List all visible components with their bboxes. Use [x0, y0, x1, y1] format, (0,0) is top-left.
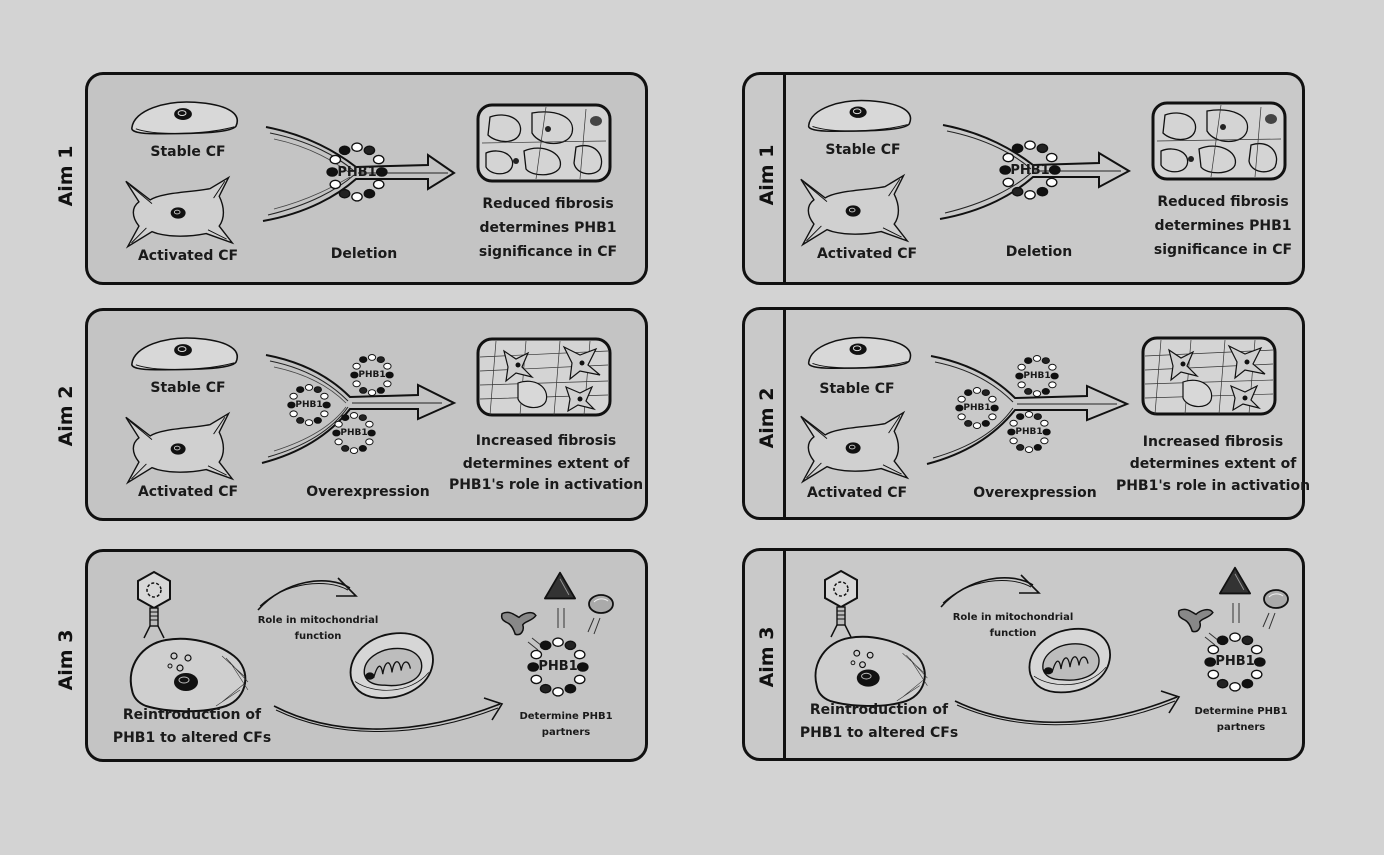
result-line-2: determines extent of: [1129, 456, 1297, 472]
result-line-2: determines extent of: [462, 456, 630, 472]
mito-line-1: Role in mitochondrial: [257, 615, 379, 626]
partner-blob-icon: [1177, 608, 1214, 633]
reintro-line-2: PHB1 to altered CFs: [112, 730, 272, 746]
reintro-line-2: PHB1 to altered CFs: [799, 725, 959, 741]
phb1-ring-label: PHB1: [1215, 654, 1255, 669]
right-aim1-art: [800, 99, 1287, 246]
activated-cf-cell: [800, 411, 908, 483]
result-line-3: significance in CF: [478, 244, 618, 260]
phb1-ring-c-label: PHB1: [1015, 427, 1043, 437]
partner-triangle-icon: [543, 571, 577, 600]
phb1-ring-a-label: PHB1: [295, 400, 323, 410]
activated-cf-cell: [800, 174, 908, 246]
deletion-label: Deletion: [1005, 244, 1073, 260]
overexpression-arrow: [261, 354, 457, 464]
left-aim1-art: [125, 101, 612, 248]
stable-cf-cell: [130, 337, 239, 371]
left-aim3-art: [129, 571, 614, 732]
result-line-3: significance in CF: [1153, 242, 1293, 258]
partner-lines: [527, 608, 601, 651]
overexpression-label: Overexpression: [306, 484, 430, 500]
reintro-line-1: Reintroduction of: [122, 707, 262, 723]
stable-cf-label: Stable CF: [150, 144, 226, 160]
partner-oval-icon: [1263, 589, 1289, 609]
partner-line-1: Determine PHB1: [519, 711, 613, 722]
panel-divider: [783, 548, 786, 761]
left-aim2-panel: PHB1 PHB1 PHB1 Stable CF Activated CF Ov…: [85, 308, 648, 521]
result-line-1: Increased fibrosis: [1142, 434, 1284, 450]
left-aim3-side-label: Aim 3: [55, 629, 77, 691]
left-aim3-panel: PHB1 Role in mitochondrial function Rein…: [85, 549, 648, 762]
stable-cf-cell: [130, 101, 239, 135]
phb1-ring-a-label: PHB1: [963, 403, 991, 413]
phb1-ring-b-label: PHB1: [1023, 371, 1051, 381]
panel-divider: [783, 72, 786, 285]
partners-arrow: [954, 690, 1181, 726]
partner-oval-icon: [588, 594, 614, 614]
phb1-ring-b-label: PHB1: [358, 370, 386, 380]
result-line-1: Reduced fibrosis: [482, 196, 614, 212]
left-aim1-side-label: Aim 1: [55, 145, 77, 207]
reduced-fibrosis-image: [476, 103, 612, 183]
phb1-ring-label: PHB1: [337, 165, 377, 180]
altered-cf-cell: [814, 635, 929, 707]
activated-cf-label: Activated CF: [806, 485, 908, 501]
mitochondrion-icon: [1028, 627, 1112, 694]
right-aim1-panel: Aim 1 PHB1 Stable CF Activated CF Deleti…: [742, 72, 1305, 285]
phb1-ring-label: PHB1: [538, 659, 578, 674]
overexpression-arrow: [926, 355, 1130, 465]
left-aim2-art: [125, 337, 612, 484]
right-aim2-panel: Aim 2 PHB1 PHB1 PHB1 Stable CF Activated…: [742, 307, 1310, 520]
result-line-2: determines PHB1: [1154, 218, 1292, 234]
partner-lines: [1204, 603, 1276, 646]
stable-cf-label: Stable CF: [819, 381, 895, 397]
result-line-1: Increased fibrosis: [475, 433, 617, 449]
partner-line-1: Determine PHB1: [1194, 706, 1288, 717]
mitochondria-arrow: [257, 577, 358, 611]
deletion-arrow: [262, 126, 456, 222]
altered-cf-cell: [129, 637, 249, 713]
deletion-label: Deletion: [330, 246, 398, 262]
partners-arrow: [273, 697, 504, 732]
mito-line-2: function: [989, 628, 1037, 639]
activated-cf-label: Activated CF: [137, 484, 239, 500]
increased-fibrosis-image: [476, 337, 612, 417]
right-aim2-art: [800, 336, 1277, 483]
activated-cf-cell: [125, 176, 233, 248]
partner-line-2: partners: [541, 727, 591, 738]
activated-cf-label: Activated CF: [816, 246, 918, 262]
phb1-ring-label: PHB1: [1010, 163, 1050, 178]
increased-fibrosis-image: [1141, 336, 1277, 416]
result-line-2: determines PHB1: [479, 220, 617, 236]
stable-cf-label: Stable CF: [150, 380, 226, 396]
viral-vector-icon: [137, 571, 171, 639]
stable-cf-cell: [807, 99, 912, 133]
right-aim3-panel: Aim 3 PHB1 Role in mitochondrial functio…: [742, 548, 1305, 761]
stable-cf-cell: [807, 336, 912, 370]
result-line-1: Reduced fibrosis: [1157, 194, 1289, 210]
activated-cf-label: Activated CF: [137, 248, 239, 264]
mitochondria-arrow: [940, 574, 1041, 608]
result-line-3: PHB1's role in activation: [448, 477, 644, 493]
stable-cf-label: Stable CF: [825, 142, 901, 158]
result-line-3: PHB1's role in activation: [1115, 478, 1311, 494]
left-aim1-panel: PHB1 Stable CF Activated CF Deletion Red…: [85, 72, 648, 285]
phb1-ring-c-label: PHB1: [340, 428, 368, 438]
partner-blob-icon: [500, 611, 537, 636]
mito-line-1: Role in mitochondrial: [952, 612, 1074, 623]
panel-divider: [783, 307, 786, 520]
activated-cf-cell: [125, 412, 233, 484]
mitochondrion-icon: [349, 632, 434, 700]
reintro-line-1: Reintroduction of: [809, 702, 949, 718]
left-aim2-side-label: Aim 2: [55, 385, 77, 447]
reduced-fibrosis-image: [1151, 101, 1287, 181]
overexpression-label: Overexpression: [973, 485, 1097, 501]
right-aim3-art: [814, 566, 1289, 726]
partner-line-2: partners: [1216, 722, 1266, 733]
partner-triangle-icon: [1218, 566, 1252, 595]
mito-line-2: function: [294, 631, 342, 642]
viral-vector-icon: [824, 570, 858, 638]
